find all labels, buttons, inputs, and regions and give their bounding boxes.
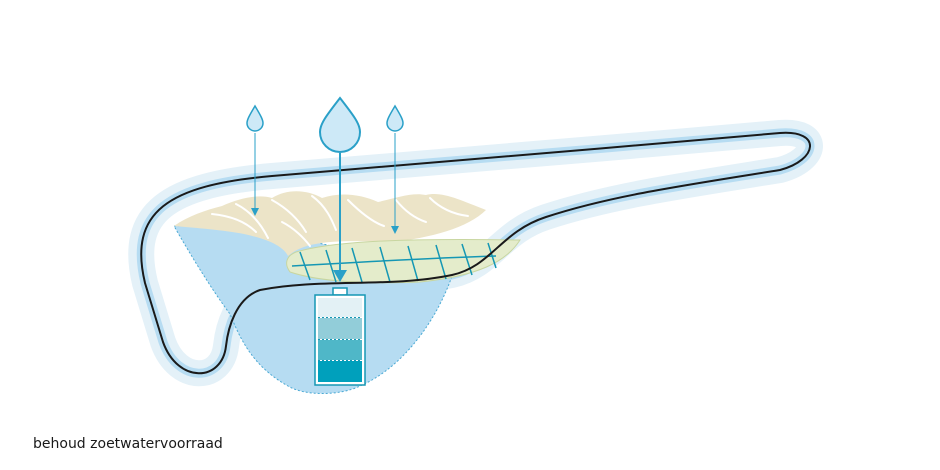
caption: behoud zoetwatervoorraad	[33, 434, 223, 454]
battery-level-4	[318, 298, 362, 317]
raindrop-icon	[247, 106, 263, 131]
battery-level-2	[318, 340, 362, 360]
battery-level-1	[318, 361, 362, 382]
raindrop-icon	[320, 98, 360, 152]
battery-icon	[315, 288, 365, 385]
battery-level-3	[318, 318, 362, 339]
raindrop-icon	[387, 106, 403, 131]
